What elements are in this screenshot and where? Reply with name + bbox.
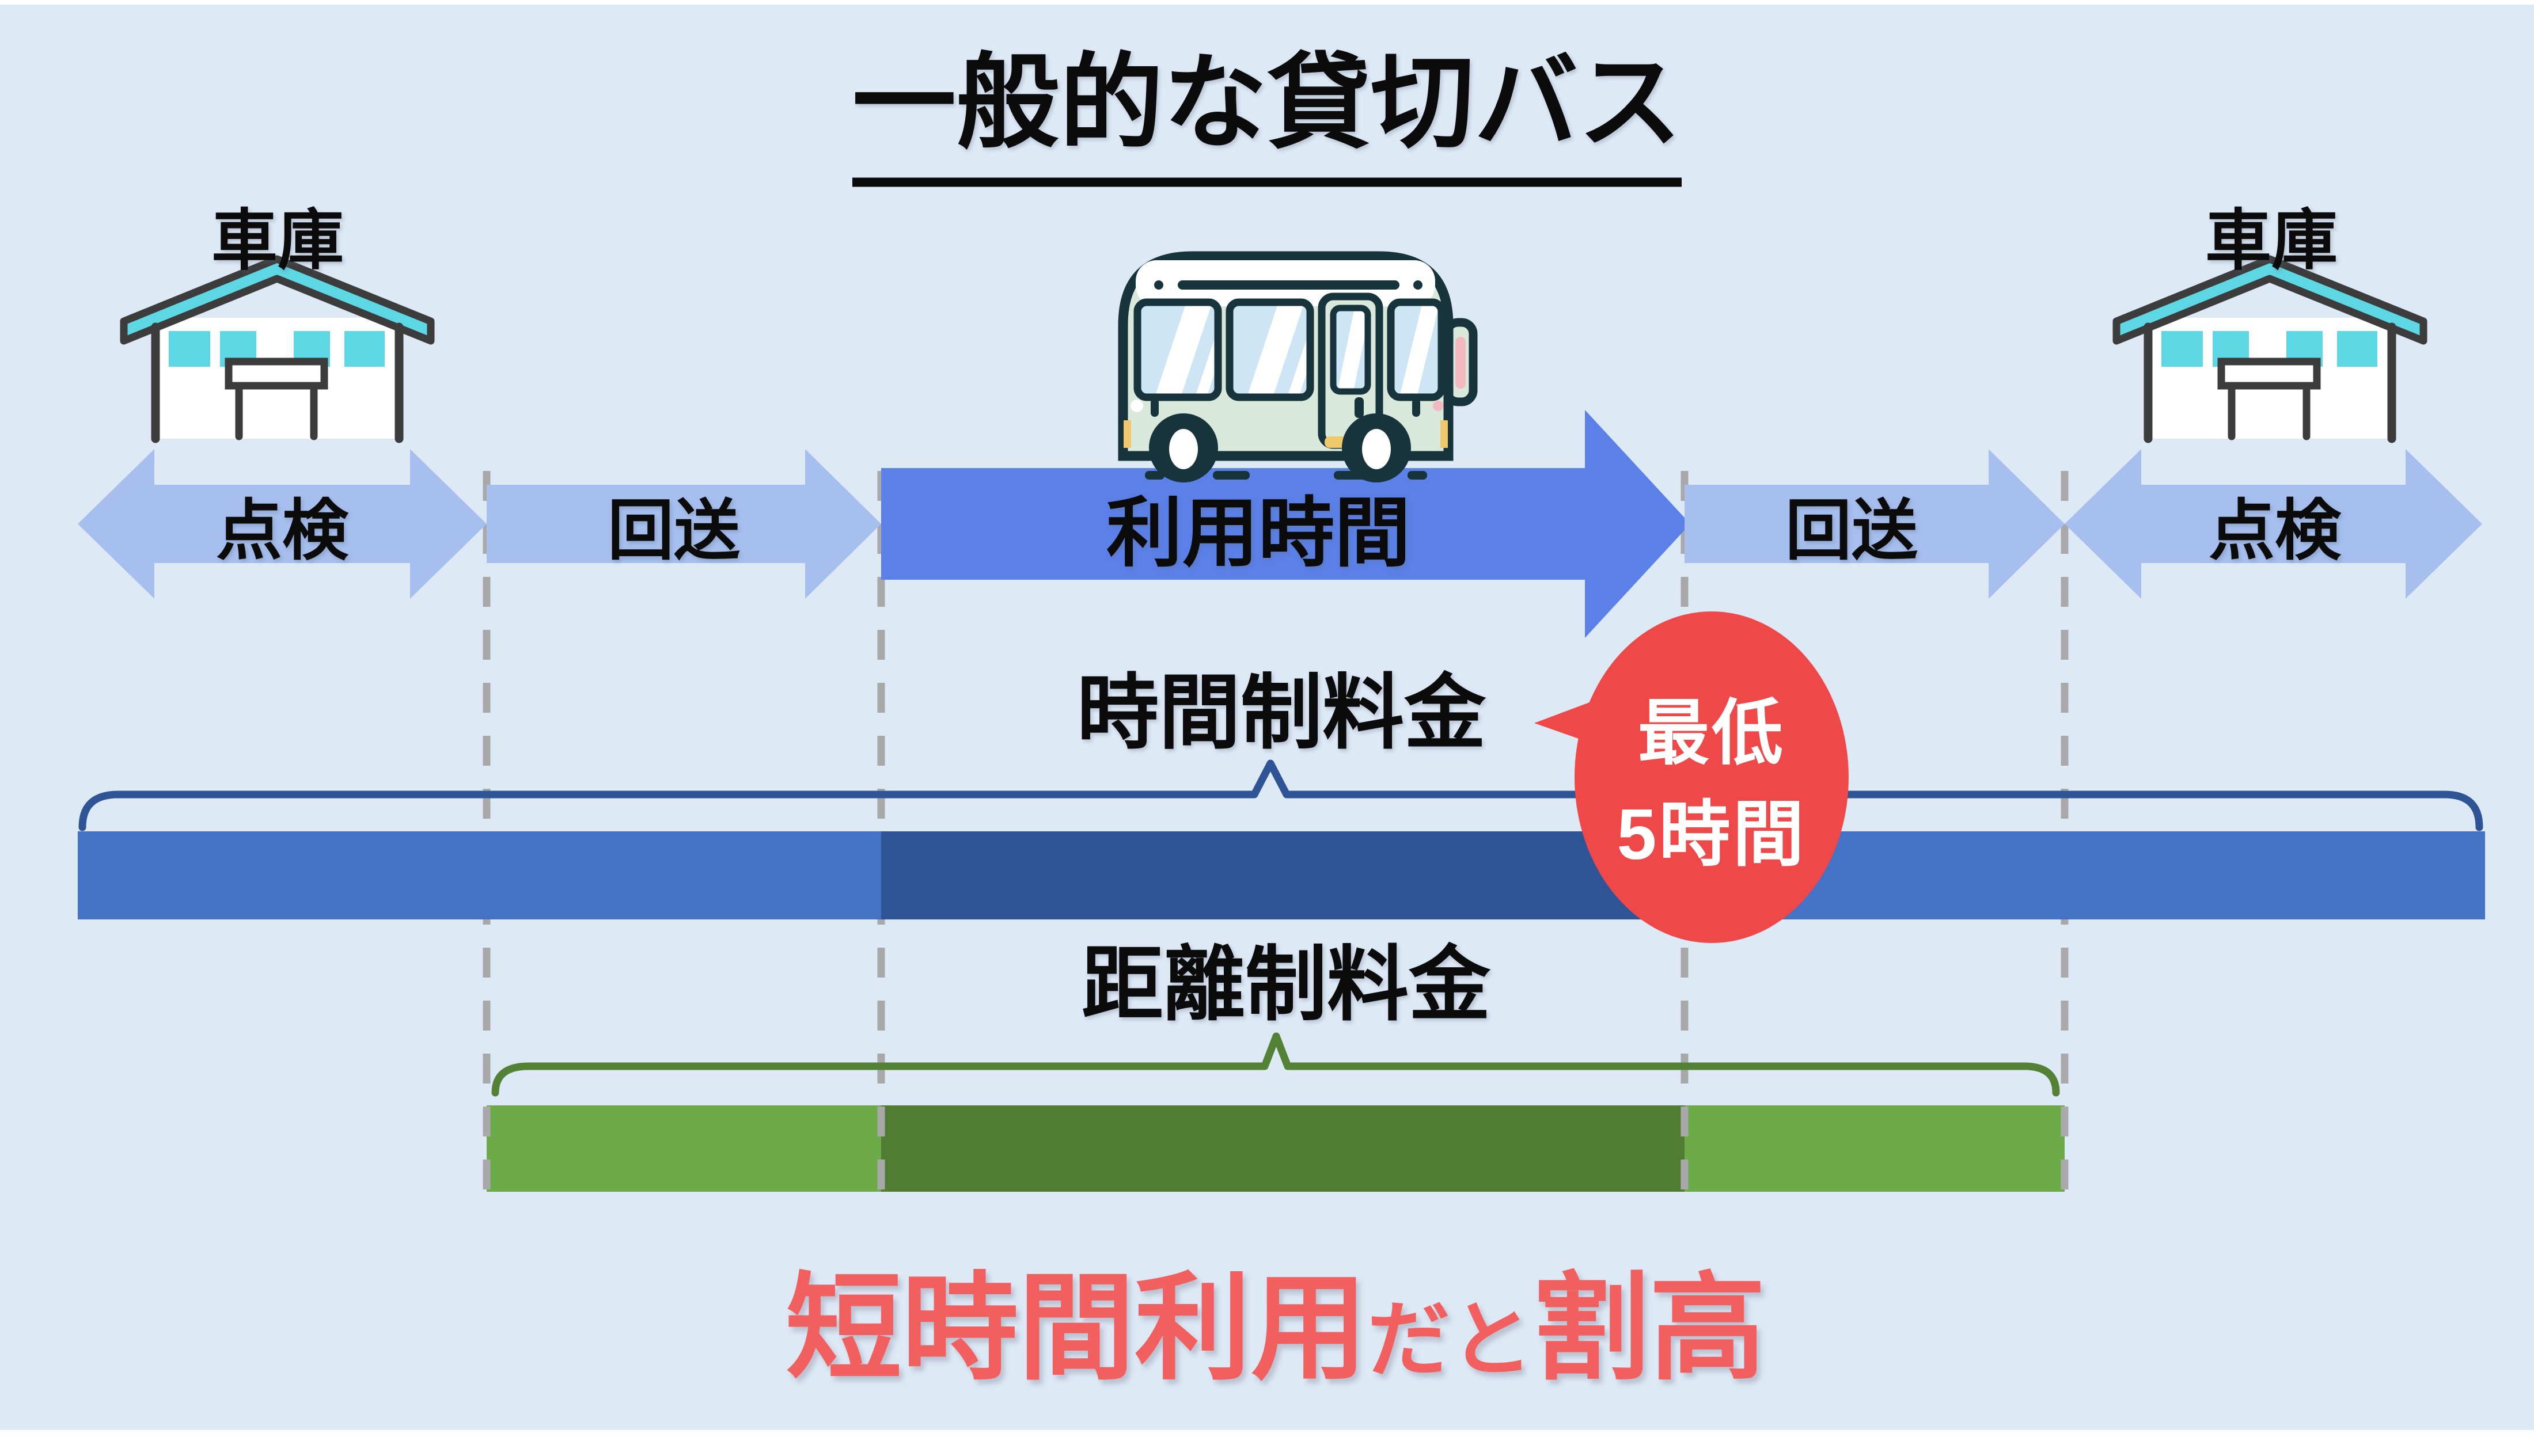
distance-fare-brace xyxy=(491,1032,2060,1097)
warning-connector: だと xyxy=(1367,1294,1534,1386)
inspection-right-label: 点検 xyxy=(2208,494,2342,568)
time-fare-bar xyxy=(78,831,2485,919)
bus-windows xyxy=(1133,298,1314,401)
garage-right-label: 車庫 xyxy=(2205,204,2338,277)
background xyxy=(0,5,2534,1430)
time-fare-label: 時間制料金 xyxy=(1077,667,1486,759)
warning-emphasis-start: 短時間利用 xyxy=(785,1263,1367,1393)
garage-icon xyxy=(120,255,435,443)
warning-text: 短時間利用だと割高 xyxy=(786,1234,1766,1402)
inspection-left-label: 点検 xyxy=(215,494,349,568)
deadhead-left-label: 回送 xyxy=(607,494,741,568)
garage-left-label: 車庫 xyxy=(211,204,344,277)
usage-time-arrow xyxy=(881,410,1690,638)
garage-icon-right xyxy=(2116,259,2423,439)
deadhead-right-label: 回送 xyxy=(1785,494,1918,568)
inspection-right-arrow xyxy=(2065,449,2482,599)
timeline-arrows xyxy=(78,410,2482,638)
page-title: 一般的な貸切バス xyxy=(852,18,1682,187)
bus-icon xyxy=(1118,251,1478,482)
inspection-left-arrow xyxy=(78,449,487,599)
bus-wheels xyxy=(1149,413,1411,482)
bubble-line2: 5時間 xyxy=(1617,795,1807,875)
dashed-separators xyxy=(483,471,2069,1204)
minimum-hours-bubble xyxy=(1534,611,1849,943)
distance-fare-label: 距離制料金 xyxy=(1082,939,1490,1031)
warning-emphasis-end: 割高 xyxy=(1533,1263,1766,1393)
bus-door xyxy=(1318,292,1383,449)
bubble-line1: 最低 xyxy=(1637,694,1786,773)
distance-fare-bar xyxy=(487,1105,2065,1192)
time-fare-brace xyxy=(78,759,2483,831)
deadhead-right-arrow xyxy=(1685,449,2065,599)
deadhead-left-arrow xyxy=(487,449,881,599)
usage-time-label: 利用時間 xyxy=(1106,491,1410,576)
